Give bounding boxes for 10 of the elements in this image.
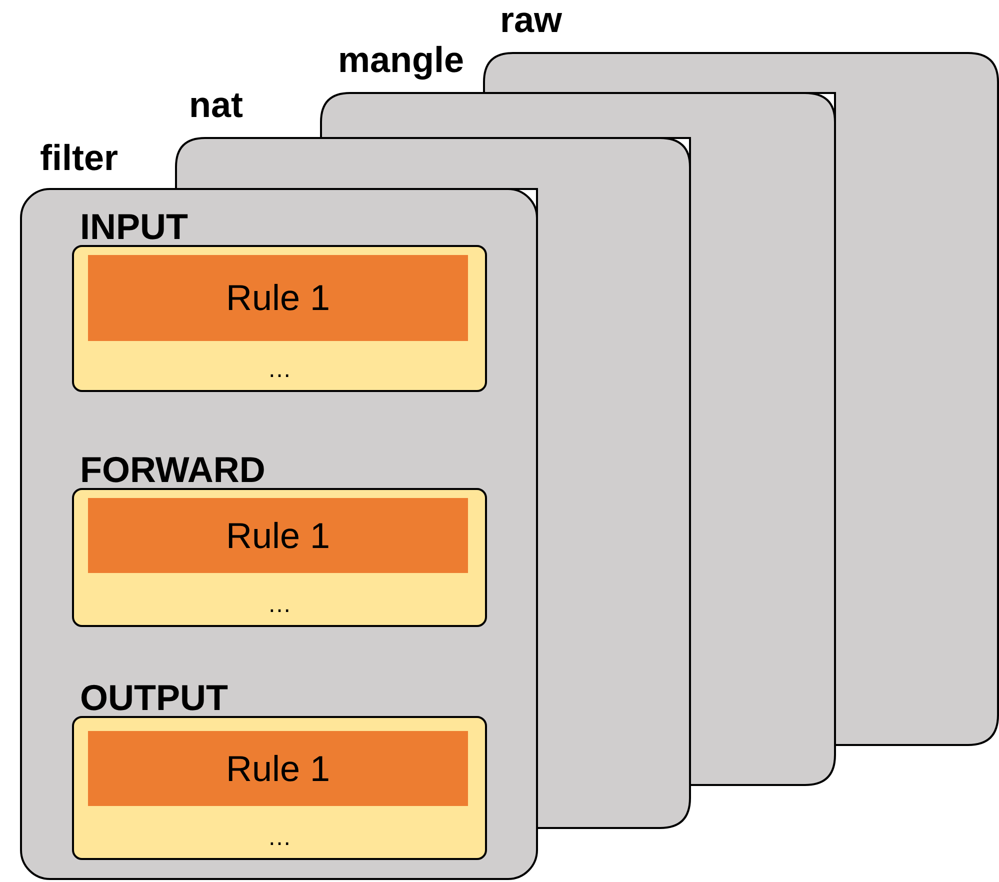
table-label: raw: [500, 0, 562, 40]
chain-label: OUTPUT: [80, 678, 228, 718]
ellipsis-text: …: [266, 593, 292, 617]
ellipsis-text: …: [266, 358, 292, 382]
table-label: nat: [189, 85, 243, 125]
table-label: mangle: [338, 40, 464, 80]
table-label: filter: [40, 138, 118, 178]
chain-label: FORWARD: [80, 450, 266, 490]
chain-label: INPUT: [80, 207, 188, 247]
ellipsis-text: …: [266, 826, 292, 850]
